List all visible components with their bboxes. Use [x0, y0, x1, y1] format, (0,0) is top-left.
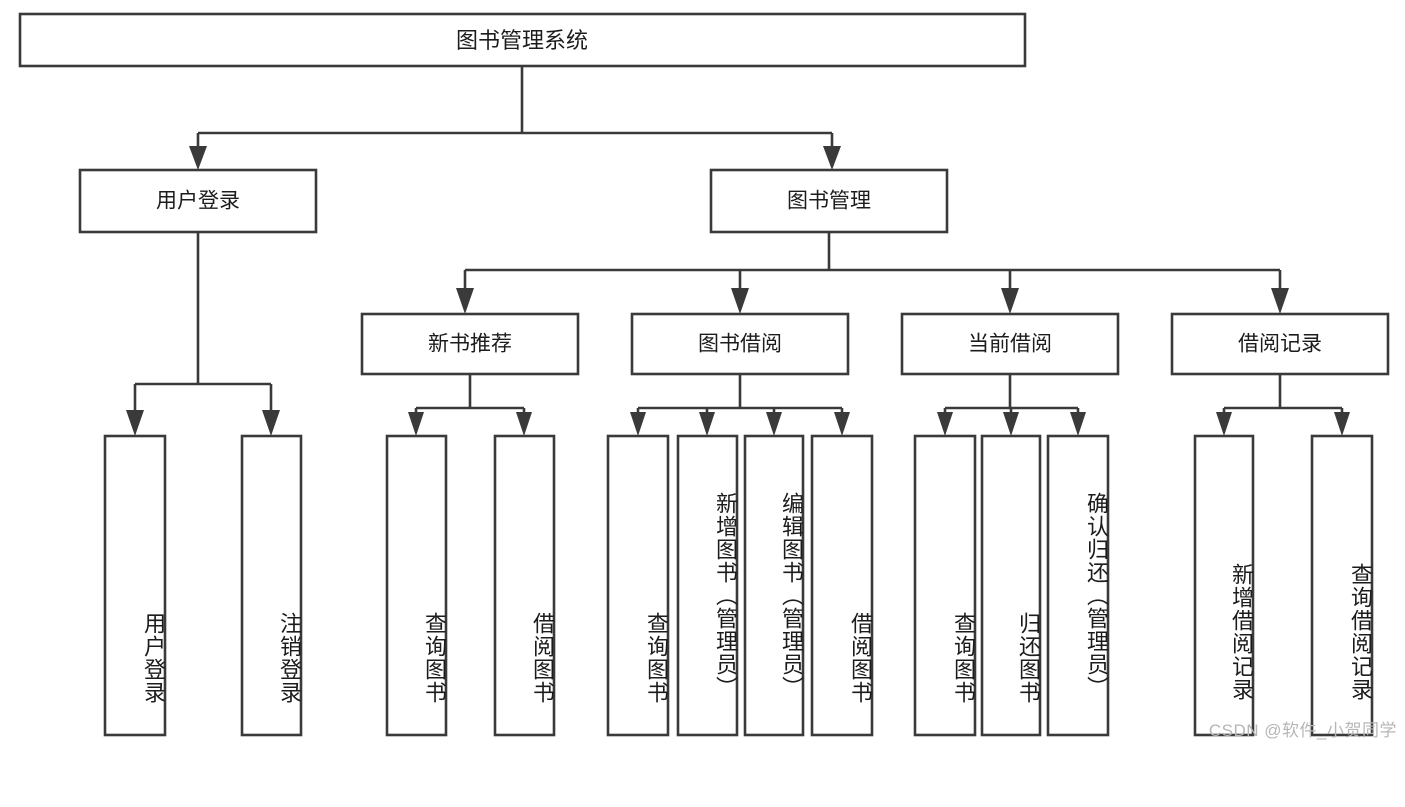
- leaf-box-book-borrow-2[interactable]: [743, 434, 805, 737]
- watermark: CSDN @软件_小贺同学: [1208, 721, 1397, 740]
- leaf-box-user-login-0[interactable]: [103, 434, 167, 737]
- connector-book-management-to-level3: [456, 232, 1289, 314]
- node-book-borrow-label: 图书借阅: [698, 333, 782, 356]
- arrow-head-icon: [262, 410, 280, 436]
- arrow-head-icon: [731, 288, 749, 314]
- leaf-box-new-book-recommend-1[interactable]: [493, 434, 556, 737]
- leaf-box-borrow-record-1[interactable]: [1310, 434, 1374, 737]
- node-current-borrow[interactable]: 当前借阅: [900, 312, 1120, 376]
- node-borrow-record[interactable]: 借阅记录: [1170, 312, 1390, 376]
- leaf-box-current-borrow-1[interactable]: [980, 434, 1042, 737]
- leaf-box-current-borrow-0[interactable]: [913, 434, 977, 737]
- arrow-head-icon: [1271, 288, 1289, 314]
- node-new-book-recommend-label: 新书推荐: [428, 333, 512, 356]
- arrow-head-icon: [456, 288, 474, 314]
- arrow-head-icon: [1334, 412, 1350, 436]
- node-current-borrow-label: 当前借阅: [968, 333, 1052, 356]
- node-root-box: [18, 12, 1027, 68]
- node-root[interactable]: 图书管理系统: [18, 12, 1027, 68]
- arrow-head-icon: [766, 412, 782, 436]
- arrow-head-icon: [699, 412, 715, 436]
- connector-root-to-level2: [189, 66, 841, 170]
- node-user-login[interactable]: 用户登录: [78, 168, 318, 234]
- connector-current-borrow-to-leaves: [937, 374, 1086, 436]
- arrow-head-icon: [834, 412, 850, 436]
- leaf-box-current-borrow-2[interactable]: [1046, 434, 1110, 737]
- arrow-head-icon: [1070, 412, 1086, 436]
- leaf-box-book-borrow-3[interactable]: [810, 434, 874, 737]
- node-borrow-record-label: 借阅记录: [1238, 333, 1322, 356]
- connector-book-borrow-to-leaves: [630, 374, 850, 436]
- diagram-canvas: 图书管理系统 用户登录 图书管理: [18, 12, 1390, 737]
- connector-user-login-to-leaves: [126, 232, 280, 436]
- arrow-head-icon: [516, 412, 532, 436]
- arrow-head-icon: [937, 412, 953, 436]
- leaf-box-book-borrow-1[interactable]: [676, 434, 739, 737]
- arrow-head-icon: [823, 146, 841, 170]
- connector-new-book-recommend-to-leaves: [408, 374, 532, 436]
- node-root-label: 图书管理系统: [456, 28, 588, 53]
- arrow-head-icon: [408, 412, 424, 436]
- leaf-box-new-book-recommend-0[interactable]: [385, 434, 448, 737]
- diagram-root: 图书管理系统 用户登录 图书管理: [18, 12, 1397, 740]
- node-user-login-label: 用户登录: [156, 190, 240, 213]
- leaf-box-borrow-record-0[interactable]: [1193, 434, 1255, 737]
- leaf-box-book-borrow-0[interactable]: [606, 434, 670, 737]
- arrow-head-icon: [630, 412, 646, 436]
- node-current-borrow-box: [900, 312, 1120, 376]
- node-book-management[interactable]: 图书管理: [709, 168, 949, 234]
- node-book-borrow[interactable]: 图书借阅: [630, 312, 850, 376]
- node-user-login-box: [78, 168, 318, 234]
- arrow-head-icon: [126, 410, 144, 436]
- arrow-head-icon: [1001, 288, 1019, 314]
- node-book-management-label: 图书管理: [787, 190, 871, 213]
- arrow-head-icon: [1003, 412, 1019, 436]
- arrow-head-icon: [1216, 412, 1232, 436]
- node-new-book-recommend[interactable]: 新书推荐: [360, 312, 580, 376]
- leaf-box-user-login-1[interactable]: [240, 434, 303, 737]
- connector-borrow-record-to-leaves: [1216, 374, 1350, 436]
- node-new-book-recommend-box: [360, 312, 580, 376]
- arrow-head-icon: [189, 146, 207, 170]
